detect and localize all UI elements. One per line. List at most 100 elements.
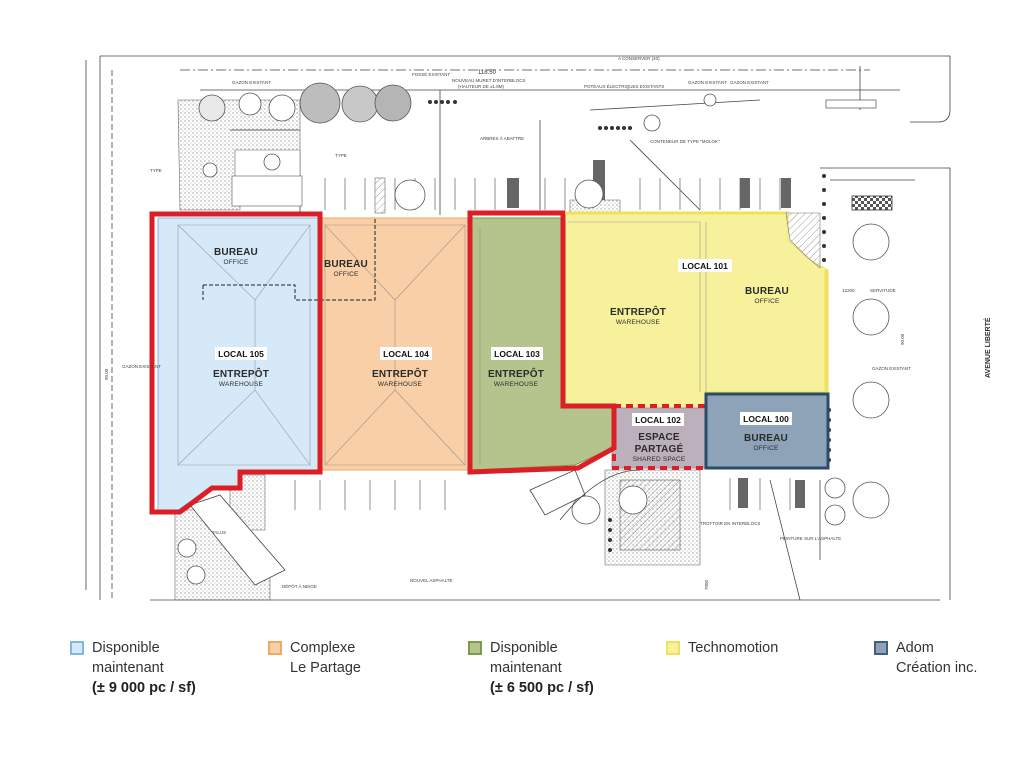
unit-100-tag[interactable]: LOCAL 100	[743, 414, 789, 424]
note-talus: TALUS	[212, 530, 226, 535]
unit-100-outline	[704, 392, 830, 470]
legend-line-3: (± 6 500 pc / sf)	[490, 680, 594, 696]
unit-102-labels: LOCAL 102 ESPACE PARTAGÉ SHARED SPACE	[632, 413, 686, 463]
unit-101-warehouse-sub: WAREHOUSE	[616, 319, 661, 326]
unit-100-office-sub: OFFICE	[753, 445, 778, 452]
interior-lines	[177, 221, 707, 466]
bench	[825, 99, 877, 109]
unit-103-labels: LOCAL 103 ENTREPÔT WAREHOUSE	[488, 347, 544, 388]
legend-swatch-orange	[268, 641, 282, 655]
note-type-left: TYPE	[150, 168, 162, 173]
annotations: GAZON EXISTANT FOSSÉ EXISTANT 118.50 NOU…	[104, 56, 992, 590]
note-gazon-existant-top: GAZON EXISTANT	[232, 80, 271, 85]
legend-text: Technomotion	[688, 638, 778, 658]
legend-item-available-103: Disponible maintenant (± 6 500 pc / sf)	[468, 638, 594, 698]
note-gazon-existant-top3: GAZON EXISTANT	[730, 80, 769, 85]
legend-line-1: Complexe	[290, 640, 356, 656]
unit-100-office-label: BUREAU	[744, 433, 788, 444]
note-gazon-existant-left: GAZON EXISTANT	[122, 364, 161, 369]
unit-104-warehouse-label: ENTREPÔT	[372, 367, 428, 380]
note-gazon-existant-right: GAZON EXISTANT	[872, 366, 911, 371]
note-trottoir: TROTTOIR EN INTERBLOCS	[700, 521, 760, 526]
unit-102-tag-box	[632, 413, 684, 426]
unit-105-office-sub: OFFICE	[223, 259, 248, 266]
legend-swatch-light-blue	[70, 641, 84, 655]
unit-101-office-sub: OFFICE	[754, 298, 779, 305]
office-boundary-dashed	[202, 218, 376, 301]
street-name: AVENUE LIBERTÉ	[983, 317, 992, 378]
note-servitude: SERVITUDE	[870, 288, 896, 293]
unit-104-office-label: BUREAU	[324, 259, 368, 270]
unit-105-warehouse-sub: WAREHOUSE	[219, 381, 264, 388]
note-arbres: ARBRES À ABATTRE	[480, 135, 524, 141]
unit-102-sub: SHARED SPACE	[633, 456, 686, 463]
legend-line-2: Création inc.	[896, 660, 978, 676]
note-fosse: FOSSÉ EXISTANT	[412, 71, 450, 77]
unit-102-label-1: ESPACE	[638, 432, 680, 443]
unit-103-tag-box	[491, 347, 543, 360]
unit-105-outline	[149, 211, 323, 515]
loading-ramp	[189, 469, 641, 586]
unit-101-tag-box	[678, 259, 732, 272]
unit-102-outline-dashed	[612, 404, 706, 470]
legend-text: Disponible maintenant (± 9 000 pc / sf)	[92, 638, 196, 698]
legend-item-available-105: Disponible maintenant (± 9 000 pc / sf)	[70, 638, 196, 698]
unit-105-office-label: BUREAU	[214, 247, 258, 258]
note-hauteur: (HAUTEUR DE ±1.8M)	[458, 84, 504, 89]
unit-102-label-2: PARTAGÉ	[635, 442, 684, 455]
note-dim-11850: 118.50	[478, 70, 497, 76]
note-poteaux: POTEAUX ÉLECTRIQUES EXISTANTS	[584, 83, 664, 89]
legend-line-2: Le Partage	[290, 660, 361, 676]
legend-item-technomotion: Technomotion	[666, 638, 778, 658]
unit-104-tag[interactable]: LOCAL 104	[383, 349, 429, 359]
note-gazon-existant-top2: GAZON EXISTANT	[688, 80, 727, 85]
unit-103-warehouse-sub: WAREHOUSE	[494, 381, 539, 388]
note-type-mid: TYPE	[335, 153, 347, 158]
unit-105-labels: BUREAU OFFICE LOCAL 105 ENTREPÔT WAREHOU…	[213, 247, 269, 388]
legend-line-2: maintenant	[92, 660, 164, 676]
legend-swatch-yellow	[666, 641, 680, 655]
unit-101-corner-hatch	[785, 212, 821, 269]
legend-line-3: (± 9 000 pc / sf)	[92, 680, 196, 696]
legend-item-adom: Adom Création inc.	[874, 638, 977, 678]
unit-101-tag[interactable]: LOCAL 101	[682, 261, 728, 271]
unit-100-area	[705, 393, 829, 469]
site-plan: BUREAU OFFICE LOCAL 105 ENTREPÔT WAREHOU…	[85, 55, 992, 601]
note-conteneur: CONTENEUR DE TYPE "MOLOK"	[650, 139, 720, 144]
note-nouvel-asphalte: NOUVEL ASPHALTE	[410, 578, 453, 583]
unit-101-warehouse-label: ENTREPÔT	[610, 305, 666, 318]
legend-line-1: Disponible	[92, 640, 160, 656]
note-peinture: PEINTURE SUR L'ASPHALTE	[780, 536, 841, 541]
unit-101-outline	[565, 211, 828, 392]
unit-104-labels: BUREAU OFFICE LOCAL 104 ENTREPÔT WAREHOU…	[324, 259, 432, 388]
legend-text: Complexe Le Partage	[290, 638, 361, 678]
unit-105-warehouse-label: ENTREPÔT	[213, 367, 269, 380]
unit-103-outline	[467, 210, 617, 475]
unit-105-tag[interactable]: LOCAL 105	[218, 349, 264, 359]
unit-104-office-sub: OFFICE	[333, 271, 358, 278]
unit-100-labels: LOCAL 100 BUREAU OFFICE	[740, 412, 792, 452]
trees	[177, 82, 890, 585]
note-dim-9000-right: 90.00	[900, 333, 905, 345]
note-muret: NOUVEAU MURET D'INTERBLOCS	[452, 78, 526, 83]
legend-item-le-partage: Complexe Le Partage	[268, 638, 361, 678]
unit-101-office-label: BUREAU	[745, 286, 789, 297]
note-a-conserver: A CONSERVER (40)	[618, 56, 660, 61]
unit-103-tag[interactable]: LOCAL 103	[494, 349, 540, 359]
molok-container	[851, 195, 893, 211]
unit-104-tag-box	[380, 347, 432, 360]
legend-swatch-green	[468, 641, 482, 655]
legend-line-1: Technomotion	[688, 640, 779, 656]
legend: Disponible maintenant (± 9 000 pc / sf) …	[0, 630, 1024, 750]
note-dim-9000-left: 90.00	[104, 368, 109, 380]
legend-swatch-slate-blue	[874, 641, 888, 655]
note-dim-7000: 7000	[704, 579, 709, 590]
unit-100-tag-box	[740, 412, 792, 425]
unit-103-warehouse-label: ENTREPÔT	[488, 367, 544, 380]
note-depot: DÉPÔT À NEIGE	[282, 583, 317, 589]
legend-line-1: Adom	[896, 640, 934, 656]
unit-102-tag[interactable]: LOCAL 102	[635, 415, 681, 425]
unit-101-labels: LOCAL 101 ENTREPÔT WAREHOUSE BUREAU OFFI…	[610, 259, 789, 326]
legend-line-1: Disponible	[490, 640, 558, 656]
legend-text: Adom Création inc.	[896, 638, 977, 678]
